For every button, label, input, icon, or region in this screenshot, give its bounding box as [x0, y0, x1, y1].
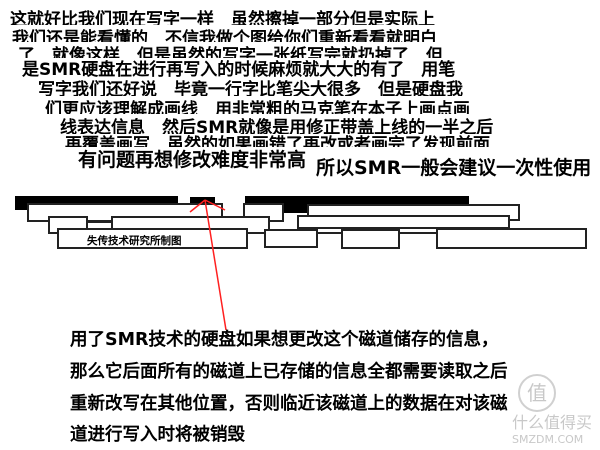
track-black-piece — [280, 205, 310, 213]
clipped-text-line: 是SMR硬盘在进行再写入的时候麻烦就大大的有了 用笔 — [22, 60, 456, 79]
track-box — [436, 228, 587, 249]
clipped-text-line: 这就好比我们现在写字一样 虽然擦掉一部分但是实际上 — [10, 10, 435, 25]
watermark-logo-icon: 值 — [518, 374, 556, 412]
difficulty-text: 有问题再想修改难度非常高 — [78, 149, 307, 171]
clipped-text-line: 我们还是能看懂的 不信我做个图给你们重新看看就明白 — [12, 29, 437, 42]
clipped-text-line: 线表达信息 然后SMR就像是用修正带盖上线的一半之后 — [60, 118, 494, 134]
clipped-text-line: 写字我们还好说 毕竟一行字比笔尖大很多 但是硬盘我 — [38, 80, 463, 96]
explanation-line: 那么它后面所有的磁道上已存储的信息全都需要读取之后 — [70, 362, 508, 382]
track-black-right — [245, 196, 469, 206]
track-box — [264, 229, 318, 248]
diagram-caption: 失传技术研究所制图 — [87, 235, 182, 247]
explanation-line: 重新改写在其他位置，否则临近该磁道上的数据在对该磁 — [70, 394, 508, 414]
track-connector — [86, 221, 112, 223]
watermark-site: SMZDM.COM — [512, 433, 584, 446]
explanation-line: 道进行写入时将被销毁 — [70, 425, 245, 445]
recommend-text: 所以SMR一般会建议一次性使用 — [316, 157, 592, 179]
clipped-text-line: 们更应该理解成画线 用非常粗的马克笔在本子上画点画 — [45, 100, 470, 114]
clipped-text-line: 再覆盖画写 虽然的如果画错了再改或者画完了发现前面 — [65, 135, 490, 147]
explanation-line: 用了SMR技术的硬盘如果想更改这个磁道储存的信息， — [70, 330, 499, 350]
track-box — [341, 229, 400, 249]
clipped-text-line: 了 就像这样 但是虽然的写字一张纸写完就扔掉了 但 — [18, 46, 443, 58]
track-box — [297, 215, 510, 229]
watermark-name: 什么值得买 — [512, 413, 593, 432]
caption-box: 失传技术研究所制图 — [57, 228, 248, 249]
